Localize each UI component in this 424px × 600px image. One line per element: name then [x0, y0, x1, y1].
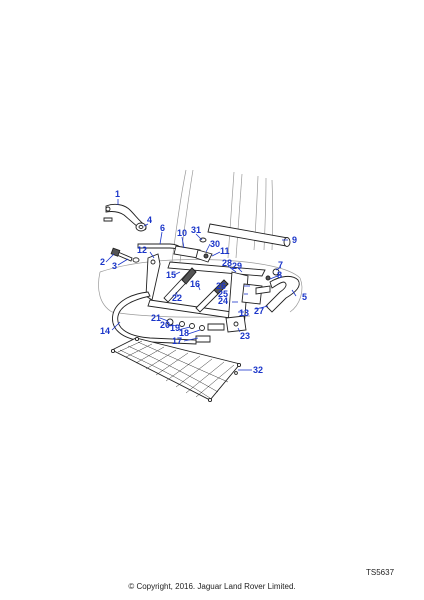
callout-6: 6 [160, 223, 165, 233]
callouts: 1 2 3 4 5 6 7 8 9 10 11 12 13 14 15 16 1… [100, 189, 307, 375]
part-spring-mesh [110, 336, 242, 403]
callout-25: 25 [218, 289, 228, 299]
part-slide-frame [147, 261, 266, 329]
part-fixings [166, 318, 225, 343]
part-central-mount [173, 237, 213, 263]
callout-9: 9 [292, 235, 297, 245]
callout-10: 10 [177, 228, 187, 238]
part-tube-loop [112, 291, 197, 345]
callout-11: 11 [220, 246, 230, 256]
callout-18: 18 [179, 328, 189, 338]
part-left-bracket [145, 253, 161, 301]
part-bush [135, 222, 147, 232]
callout-14: 14 [100, 326, 110, 336]
part-upper-tube [207, 223, 291, 247]
callout-19: 19 [170, 323, 180, 333]
callout-2: 2 [100, 257, 105, 267]
callout-26: 26 [216, 281, 226, 291]
callout-7: 7 [278, 260, 283, 270]
callout-32: 32 [253, 365, 263, 375]
callout-4: 4 [147, 215, 152, 225]
callout-20: 20 [160, 320, 170, 330]
callout-16: 16 [190, 279, 200, 289]
leader-lines [105, 199, 297, 371]
part-gas-struts [163, 267, 229, 313]
callout-13: 13 [239, 308, 249, 318]
part-bolt-washer [110, 247, 140, 263]
callout-23: 23 [240, 331, 250, 341]
callout-5: 5 [302, 292, 307, 302]
part-release-lever [255, 268, 300, 313]
callout-12: 12 [137, 245, 147, 255]
callout-30: 30 [210, 239, 220, 249]
callout-21: 21 [151, 313, 161, 323]
callout-17: 17 [172, 336, 182, 346]
callout-8: 8 [277, 270, 282, 280]
callout-24: 24 [218, 296, 228, 306]
callout-3: 3 [112, 261, 117, 271]
callout-31: 31 [191, 225, 201, 235]
copyright-notice: © Copyright, 2016. Jaguar Land Rover Lim… [128, 582, 296, 591]
part-lower-bracket [225, 315, 247, 333]
diagram-reference-code: TS5637 [366, 568, 395, 577]
callout-1: 1 [115, 189, 120, 199]
callout-27: 27 [254, 306, 264, 316]
callout-29: 29 [232, 261, 242, 271]
callout-22: 22 [172, 293, 182, 303]
callout-15: 15 [166, 270, 176, 280]
callout-28: 28 [222, 258, 232, 268]
